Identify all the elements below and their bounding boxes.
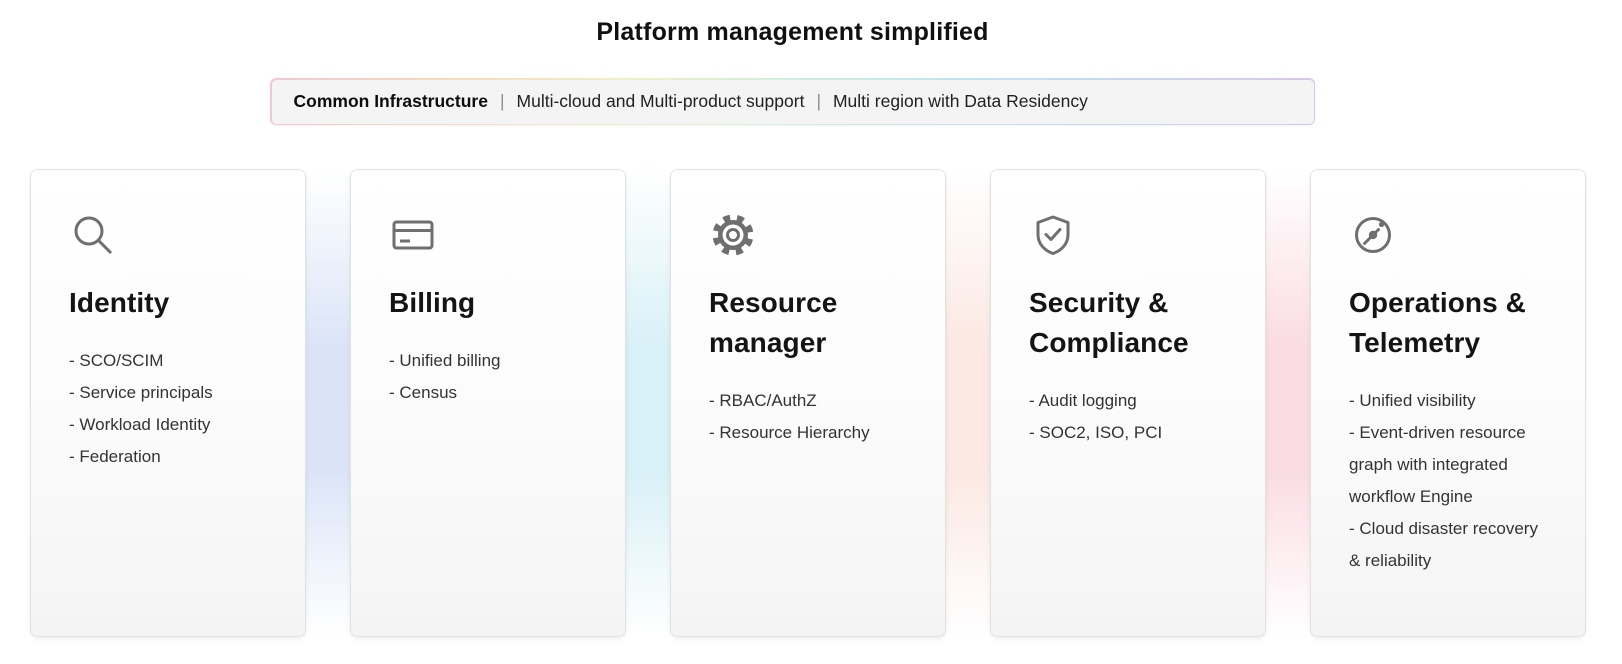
feature-item: - Cloud disaster recovery & reliability <box>1349 513 1549 577</box>
card-security-compliance: Security & Compliance - Audit logging- S… <box>990 169 1266 637</box>
card-title: Operations & Telemetry <box>1349 283 1549 363</box>
gear-icon <box>709 211 757 259</box>
feature-item: - Event-driven resource graph with integ… <box>1349 417 1549 513</box>
feature-item: - SCO/SCIM <box>69 345 269 377</box>
card-feature-list: - Audit logging- SOC2, ISO, PCI <box>1029 385 1229 449</box>
feature-cards-row: Identity - SCO/SCIM- Service principals-… <box>30 169 1586 637</box>
card-feature-list: - RBAC/AuthZ- Resource Hierarchy <box>709 385 909 449</box>
feature-item: - RBAC/AuthZ <box>709 385 909 417</box>
card-title: Billing <box>389 283 589 323</box>
feature-item: - Census <box>389 377 589 409</box>
card-feature-list: - Unified billing- Census <box>389 345 589 409</box>
card-feature-list: - Unified visibility- Event-driven resou… <box>1349 385 1549 577</box>
feature-item: - Unified billing <box>389 345 589 377</box>
feature-item: - Service principals <box>69 377 269 409</box>
card-title: Security & Compliance <box>1029 283 1229 363</box>
card-identity: Identity - SCO/SCIM- Service principals-… <box>30 169 306 637</box>
credit-card-icon <box>389 211 437 259</box>
feature-item: - SOC2, ISO, PCI <box>1029 417 1229 449</box>
banner-separator: | <box>816 91 821 112</box>
banner-item-multiregion: Multi region with Data Residency <box>833 91 1088 112</box>
infrastructure-banner-content: Common Infrastructure | Multi-cloud and … <box>272 80 1314 124</box>
feature-item: - Audit logging <box>1029 385 1229 417</box>
card-operations-telemetry: Operations & Telemetry - Unified visibil… <box>1310 169 1586 637</box>
feature-item: - Resource Hierarchy <box>709 417 909 449</box>
feature-item: - Federation <box>69 441 269 473</box>
feature-item: - Unified visibility <box>1349 385 1549 417</box>
card-feature-list: - SCO/SCIM- Service principals- Workload… <box>69 345 269 473</box>
card-billing: Billing - Unified billing- Census <box>350 169 626 637</box>
feature-item: - Workload Identity <box>69 409 269 441</box>
card-resource-manager: Resource manager - RBAC/AuthZ- Resource … <box>670 169 946 637</box>
page-title: Platform management simplified <box>270 18 1315 47</box>
card-title: Identity <box>69 283 269 323</box>
card-title: Resource manager <box>709 283 909 363</box>
banner-item-multicloud: Multi-cloud and Multi-product support <box>517 91 805 112</box>
banner-heading: Common Infrastructure <box>294 91 488 112</box>
search-icon <box>69 211 117 259</box>
banner-separator: | <box>500 91 505 112</box>
compass-gauge-icon <box>1349 211 1397 259</box>
infrastructure-banner: Common Infrastructure | Multi-cloud and … <box>270 78 1315 125</box>
shield-check-icon <box>1029 211 1077 259</box>
